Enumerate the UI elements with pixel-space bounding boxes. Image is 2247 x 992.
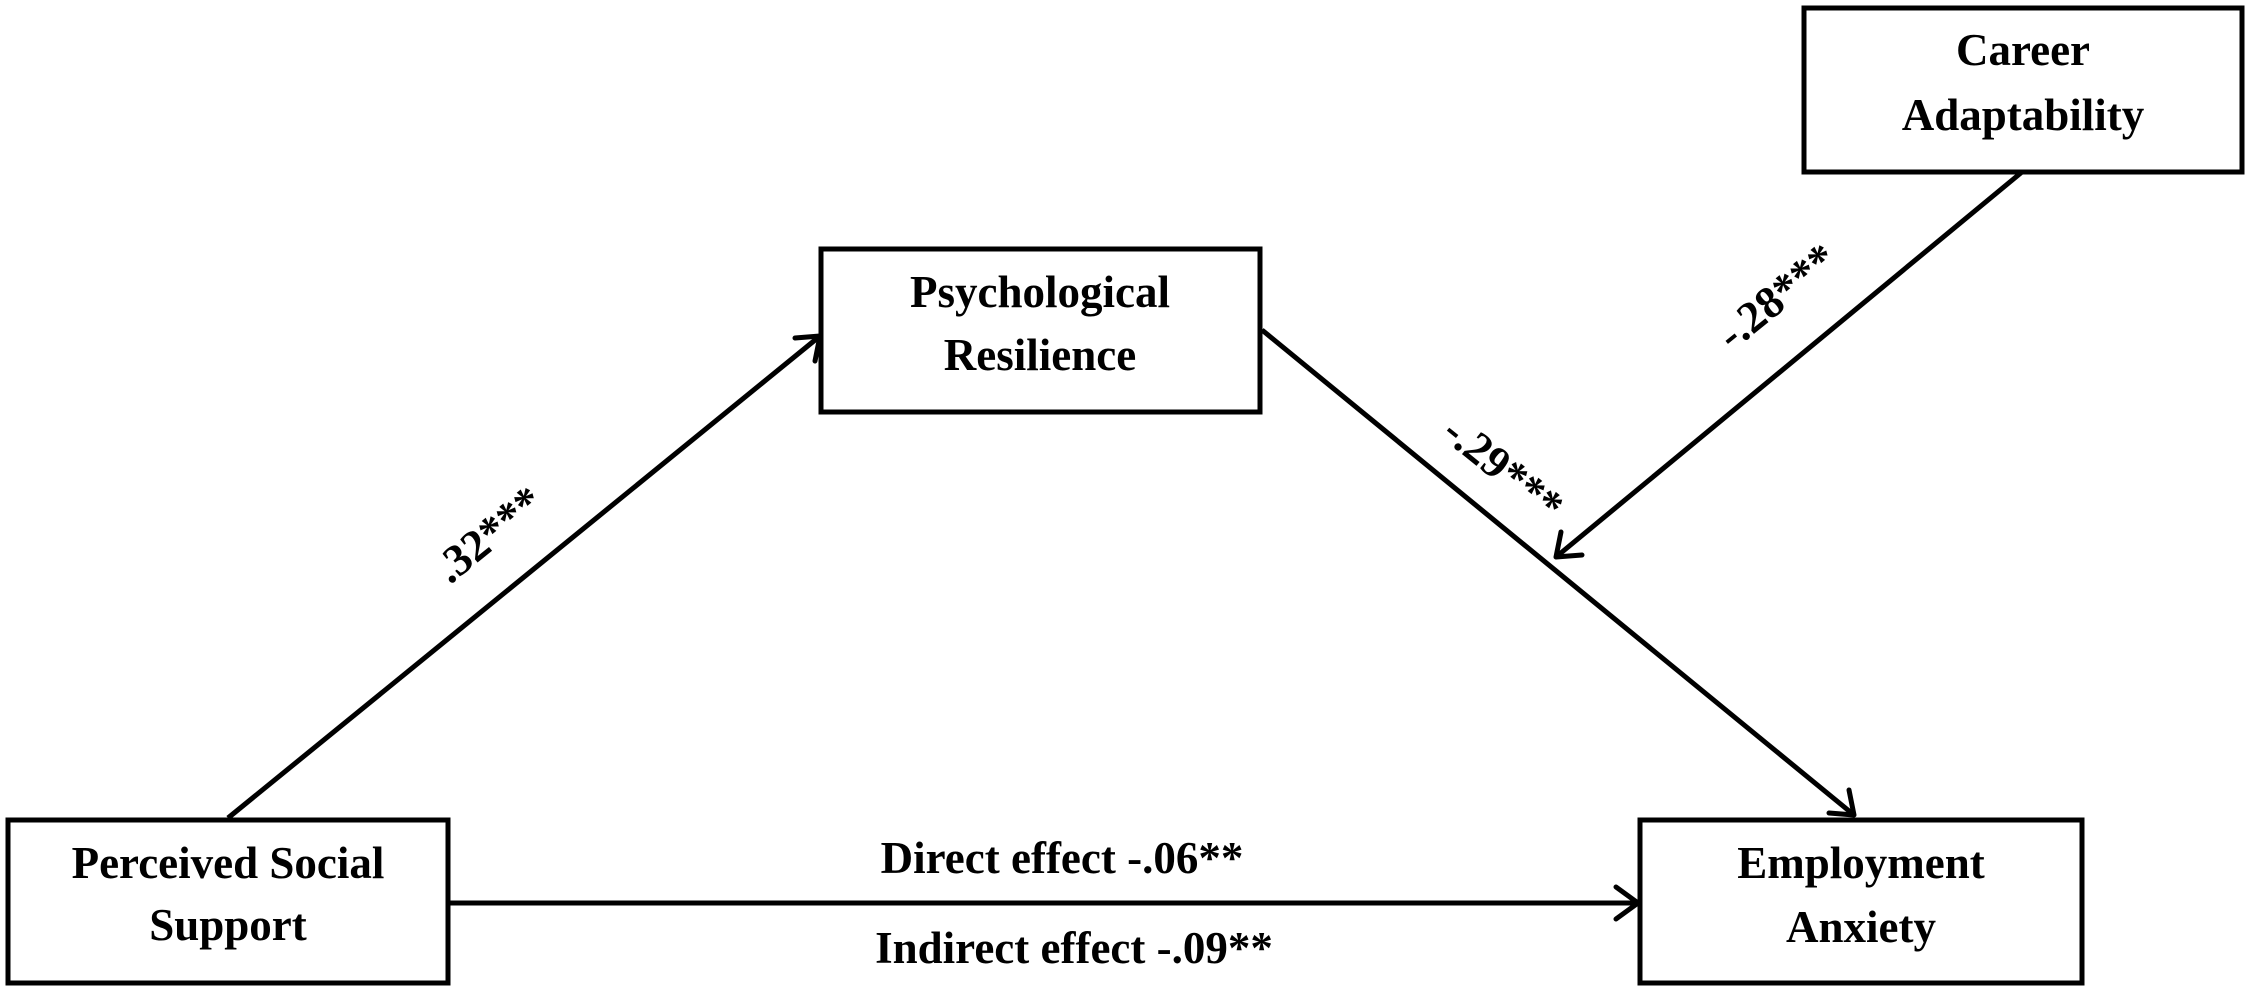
path-adaptability-moderation — [1554, 170, 2024, 559]
node-employment-anxiety: Employment Anxiety — [1637, 817, 2085, 986]
path-resilience-to-anxiety — [1260, 328, 1856, 817]
node-label-career-adaptability-line2: Adaptability — [1902, 90, 2145, 140]
coefficient-adaptability-moderation: -.28*** — [1707, 233, 1846, 359]
node-label-psychological-resilience-line1: Psychological — [910, 267, 1170, 317]
node-box-perceived-social-support — [5, 817, 451, 986]
node-label-perceived-social-support-line2: Support — [149, 900, 307, 950]
node-box-career-adaptability — [1801, 5, 2245, 175]
node-label-career-adaptability-line1: Career — [1956, 25, 2090, 75]
node-label-employment-anxiety-line2: Anxiety — [1786, 902, 1936, 952]
coefficient-support-to-resilience: .32*** — [425, 476, 553, 593]
path-support-to-resilience — [226, 334, 822, 820]
node-psychological-resilience: Psychological Resilience — [818, 246, 1263, 415]
node-career-adaptability: Career Adaptability — [1801, 5, 2245, 175]
node-label-employment-anxiety-line1: Employment — [1737, 838, 1985, 888]
coefficient-resilience-to-anxiety: -.29*** — [1434, 405, 1573, 531]
node-label-psychological-resilience-line2: Resilience — [944, 330, 1136, 380]
node-label-perceived-social-support-line1: Perceived Social — [72, 838, 385, 888]
node-box-psychological-resilience — [818, 246, 1263, 415]
arrowhead-resilience-to-anxiety — [1826, 787, 1857, 818]
label-direct-effect: Direct effect -.06** — [881, 833, 1244, 883]
label-indirect-effect: Indirect effect -.09** — [875, 923, 1273, 973]
node-box-employment-anxiety — [1637, 817, 2085, 986]
arrowhead-adaptability-moderation — [1553, 529, 1585, 560]
edges — [226, 170, 2024, 922]
node-perceived-social-support: Perceived Social Support — [5, 817, 451, 986]
